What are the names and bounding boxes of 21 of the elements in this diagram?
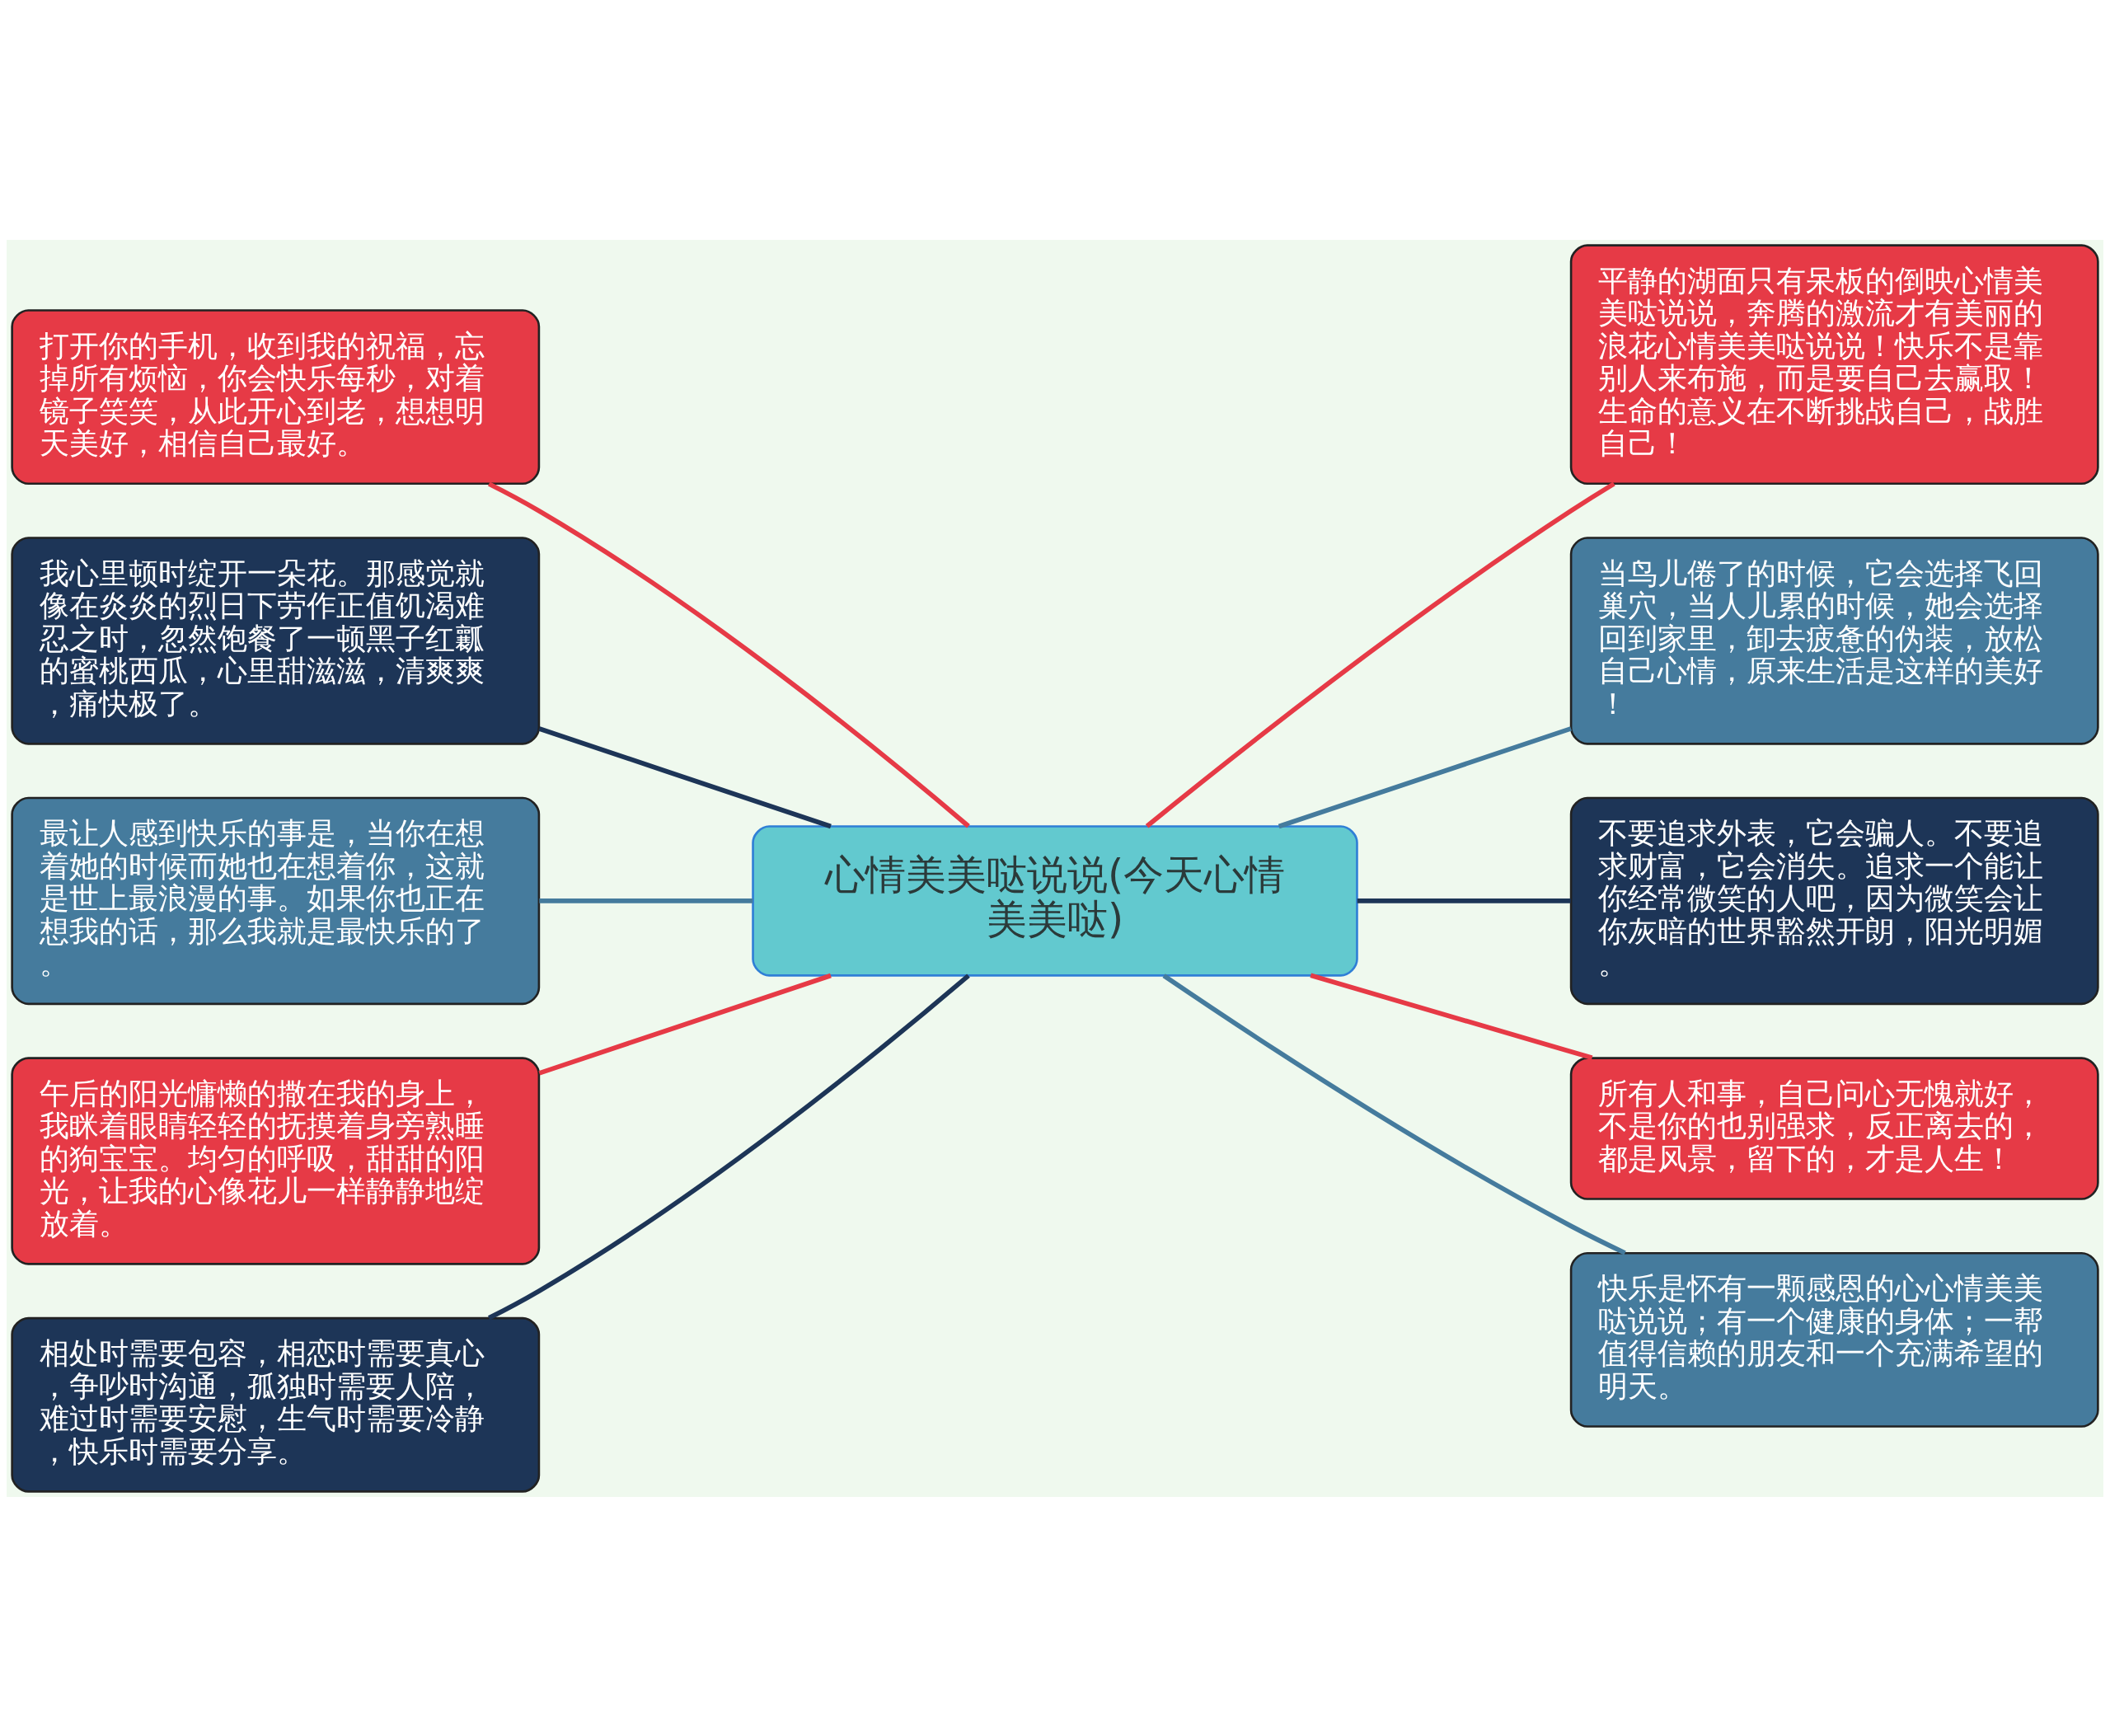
connector (1145, 481, 1615, 828)
connector (538, 973, 832, 1076)
node-box: 平静的湖面只有呆板的倒映心情美美哒说说，奔腾的激流才有美丽的浪花心情美美哒说说！快乐不是靠别人来布施，而是要自己去赢取！生命的意义在不断挑战自己，战胜自己！ (1569, 243, 2099, 485)
connector (1162, 973, 1626, 1255)
connector (487, 481, 970, 828)
node-box: 我心里顿时绽开一朵花。那感觉就像在炎炎的烈日下劳作正值饥渴难忍之时，忽然饱餐了一顿黑子红瓤的蜜桃西瓜，心里甜滋滋，清爽爽，痛快极了。 (11, 536, 541, 745)
node-box: 相处时需要包容，相恋时需要真心，争吵时沟通，孤独时需要人陪，难过时需要安慰，生气时需要冷静，快乐时需要分享。 (11, 1316, 541, 1493)
node-box: 所有人和事，自己问心无愧就好，不是你的也别强求，反正离去的，都是风景，留下的，才是人生！ (1569, 1056, 2099, 1200)
node-box: 打开你的手机，收到我的祝福，忘掉所有烦恼，你会快乐每秒，对着镜子笑笑，从此开心到老，想想明天美好，相信自己最好。 (11, 308, 541, 485)
node-box: 心情美美哒说说(今天心情美美哒) (752, 824, 1358, 977)
connector (1278, 725, 1572, 828)
connector (487, 973, 970, 1320)
connector (538, 725, 832, 828)
connector (539, 898, 753, 903)
node-box: 最让人感到快乐的事是，当你在想着她的时候而她也在想着你，这就是世上最浪漫的事。如果你也正在想我的话，那么我就是最快乐的了。 (11, 796, 541, 1005)
connector (1310, 973, 1593, 1060)
connector (1357, 898, 1571, 903)
node-box: 快乐是怀有一颗感恩的心心情美美哒说说；有一个健康的身体；一帮值得信赖的朋友和一个充满希望的明天。 (1569, 1251, 2099, 1428)
node-box: 不要追求外表，它会骗人。不要追求财富，它会消失。追求一个能让你经常微笑的人吧，因为微笑会让你灰暗的世界豁然开朗，阳光明媚。 (1569, 796, 2099, 1005)
node-box: 当鸟儿倦了的时候，它会选择飞回巢穴，当人儿累的时候，她会选择回到家里，卸去疲惫的伪装，放松自己心情，原来生活是这样的美好！ (1569, 536, 2099, 745)
node-box: 午后的阳光慵懒的撒在我的身上，我眯着眼睛轻轻的抚摸着身旁熟睡的狗宝宝。均匀的呼吸，甜甜的阳光，让我的心像花儿一样静静地绽放着。 (11, 1056, 541, 1265)
